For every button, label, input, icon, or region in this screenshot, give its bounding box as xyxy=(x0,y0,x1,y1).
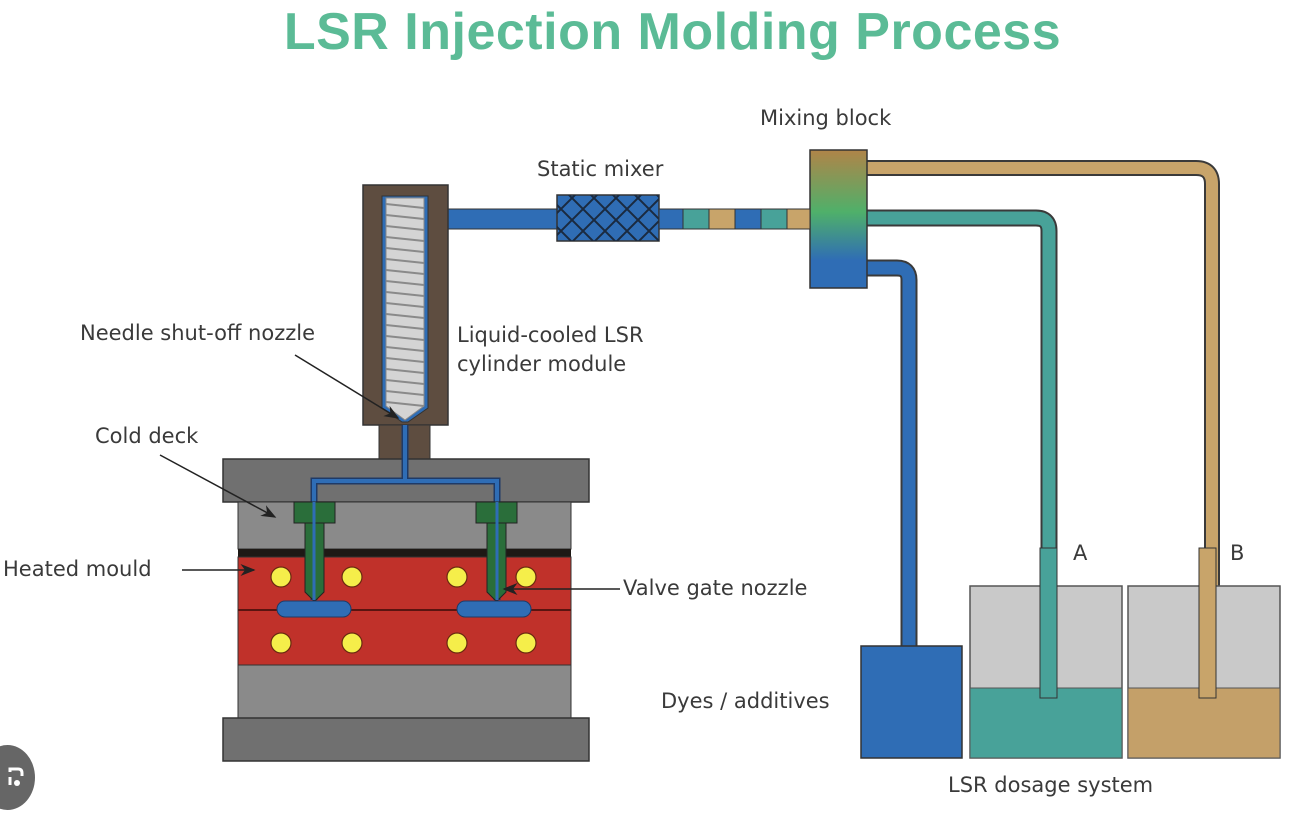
screw-thread xyxy=(385,401,425,407)
lower-plate xyxy=(237,664,572,719)
insulation-layer xyxy=(238,549,571,557)
heater-element xyxy=(341,566,363,588)
screw-thread xyxy=(385,346,425,352)
label-dyes: Dyes / additives xyxy=(661,689,830,713)
screw-thread xyxy=(385,203,425,209)
diagram-title: LSR Injection Molding Process xyxy=(283,3,1062,61)
cold-deck-plate xyxy=(237,501,572,550)
screw-thread xyxy=(385,335,425,341)
heater-element xyxy=(270,566,292,588)
heater-element xyxy=(446,566,468,588)
segment-blue xyxy=(658,208,684,230)
dyes-tank xyxy=(860,645,963,759)
screw-thread xyxy=(385,214,425,220)
screw-thread xyxy=(385,357,425,363)
screw-thread xyxy=(385,390,425,396)
label-needle-nozzle: Needle shut-off nozzle xyxy=(80,321,316,345)
heater-element xyxy=(341,632,363,654)
valve-gate-right xyxy=(475,501,518,601)
screw-thread xyxy=(385,280,425,286)
mould-cavity-left xyxy=(276,600,352,618)
mixing-block xyxy=(809,149,868,289)
segment-teal xyxy=(682,208,710,230)
segment-tan xyxy=(708,208,736,230)
segment-blue xyxy=(734,208,762,230)
screw-thread xyxy=(385,269,425,275)
valve-gate-left xyxy=(293,501,336,601)
heater-element xyxy=(446,632,468,654)
screw-thread xyxy=(385,368,425,374)
segment-tan xyxy=(786,208,811,230)
label-cylinder-line2: cylinder module xyxy=(457,352,627,376)
label-cold-deck: Cold deck xyxy=(95,424,199,448)
label-dosage-system: LSR dosage system xyxy=(948,773,1154,797)
tank-b xyxy=(1127,547,1281,759)
screw-thread xyxy=(385,225,425,231)
mould-cavity-right xyxy=(456,600,532,618)
screw-thread xyxy=(385,379,425,385)
segment-teal xyxy=(760,208,788,230)
needle-nozzle-arrow xyxy=(294,354,400,419)
screw-thread xyxy=(385,291,425,297)
cold-deck-arrow xyxy=(159,454,277,518)
tank-a xyxy=(969,547,1123,759)
screw xyxy=(385,197,425,421)
screw-thread xyxy=(385,236,425,242)
screw-thread xyxy=(385,313,425,319)
screw-thread xyxy=(385,324,425,330)
label-tank-b: B xyxy=(1230,541,1245,565)
label-heated-mould: Heated mould xyxy=(3,557,152,581)
label-tank-a: A xyxy=(1073,541,1088,565)
heater-element xyxy=(515,566,537,588)
label-static-mixer: Static mixer xyxy=(537,157,664,181)
bottom-clamp-plate xyxy=(222,717,590,762)
heater-element xyxy=(515,632,537,654)
label-cylinder-line1: Liquid-cooled LSR xyxy=(457,323,644,347)
screw-thread xyxy=(385,258,425,264)
heater-element xyxy=(270,632,292,654)
screw-thread xyxy=(385,247,425,253)
lens-search-icon xyxy=(8,767,23,786)
label-mixing-block: Mixing block xyxy=(760,106,892,130)
label-valve-gate: Valve gate nozzle xyxy=(623,576,808,600)
screw-thread xyxy=(385,302,425,308)
